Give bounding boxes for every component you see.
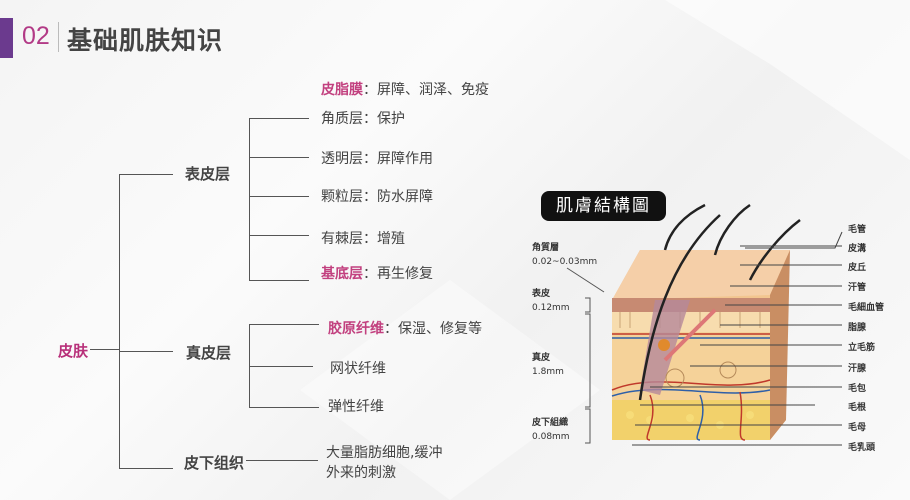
root-connector	[119, 174, 120, 469]
label-arrector-pili: 立毛筋	[848, 343, 876, 353]
fiber-elastic: 弹性纤维	[328, 399, 384, 415]
connector-epidermis	[119, 174, 173, 175]
label-epidermis: 表皮 0.12mm	[532, 287, 570, 315]
description-line: 外来的刺激	[326, 465, 396, 481]
description-line: 大量脂肪细胞,缓冲	[326, 445, 443, 461]
fiber-reticular: 网状纤维	[330, 361, 386, 377]
label-value: 0.12mm	[532, 303, 570, 313]
diagram-title: 肌膚結構圖	[541, 191, 666, 221]
layer-stratum-corneum: 角质层：保护	[321, 111, 405, 127]
description-text: ：屏障、润泽、免疫	[363, 82, 489, 98]
bracket-tick	[249, 157, 309, 158]
connector-subcutis	[119, 468, 173, 469]
layer-stratum-lucidum: 透明层：屏障作用	[321, 151, 433, 167]
label-name: 皮下組織	[532, 418, 569, 428]
label-sweat-gland: 汗腺	[848, 364, 867, 374]
bracket-tick	[249, 118, 309, 119]
highlight-text: 皮脂膜	[321, 82, 363, 98]
fiber-collagen: 胶原纤维：保湿、修复等	[328, 318, 482, 338]
label-capillary: 毛細血管	[848, 303, 885, 313]
label-value: 0.02~0.03mm	[532, 257, 598, 267]
description-text: ：保湿、修复等	[384, 321, 482, 337]
label-subcutis: 皮下組織 0.08mm	[532, 416, 570, 444]
bracket-tick	[249, 280, 309, 281]
label-value: 0.08mm	[532, 432, 570, 442]
root-stub	[90, 349, 120, 350]
subcutis-description: 大量脂肪细胞,缓冲 外来的刺激	[326, 443, 442, 483]
subcutis-connector	[246, 460, 318, 461]
bracket-tick	[249, 366, 313, 367]
branch-epidermis: 表皮层	[185, 165, 231, 183]
layer-stratum-basale: 基底层：再生修复	[321, 263, 433, 283]
section-number: 02	[22, 22, 50, 50]
branch-dermis: 真皮层	[186, 344, 232, 362]
label-dermis: 真皮 1.8mm	[532, 351, 564, 379]
label-hair-follicle: 毛包	[848, 384, 867, 394]
highlight-text: 基底层	[321, 266, 363, 282]
label-sebaceous-gland: 脂腺	[848, 323, 867, 333]
tree-root: 皮肤	[58, 342, 89, 360]
header-accent-bar	[0, 18, 13, 58]
label-name: 角質層	[532, 243, 560, 253]
bracket-tick	[249, 324, 319, 325]
label-value: 1.8mm	[532, 367, 564, 377]
header-divider	[58, 22, 59, 52]
layer-stratum-granulosum: 颗粒层：防水屏障	[321, 189, 433, 205]
layer-stratum-spinosum: 有棘层：增殖	[321, 231, 405, 247]
branch-subcutis: 皮下组织	[184, 454, 245, 472]
label-sweat-duct: 汗管	[848, 283, 867, 293]
layer-sebum-film: 皮脂膜：屏障、润泽、免疫	[321, 79, 489, 99]
connector-dermis	[119, 351, 173, 352]
label-skin-ridge: 皮丘	[848, 263, 867, 273]
description-text: ：再生修复	[363, 266, 433, 282]
epidermis-bracket	[249, 118, 250, 281]
label-hair-root: 毛根	[848, 403, 867, 413]
highlight-text: 胶原纤维	[328, 321, 384, 337]
label-stratum-corneum: 角質層 0.02~0.03mm	[532, 241, 597, 269]
label-name: 表皮	[532, 289, 551, 299]
page-title: 基础肌肤知识	[67, 26, 224, 55]
label-dermal-papilla: 毛乳頭	[848, 443, 876, 453]
bracket-tick	[249, 235, 309, 236]
label-hair-duct: 毛管	[848, 225, 867, 235]
label-name: 真皮	[532, 353, 551, 363]
label-hair-matrix: 毛母	[848, 423, 867, 433]
bracket-tick	[249, 407, 319, 408]
bracket-tick	[249, 196, 309, 197]
label-skin-groove: 皮溝	[848, 244, 867, 254]
